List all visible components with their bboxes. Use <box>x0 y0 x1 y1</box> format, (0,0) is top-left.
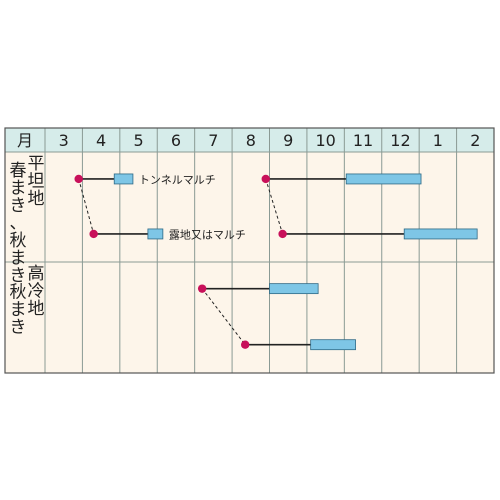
month-tick-label: 11 <box>353 131 373 150</box>
chart-frame <box>4 127 495 374</box>
row-group-label-b: 春まき、秋まき <box>10 161 27 286</box>
schedule-link <box>265 178 284 235</box>
schedule-annotation: 露地又はマルチ <box>169 228 246 241</box>
month-tick-label: 6 <box>171 131 181 150</box>
month-tick-label: 9 <box>283 131 293 150</box>
header-label: 月 <box>17 131 33 150</box>
month-tick-label: 7 <box>208 131 218 150</box>
harvest-bar <box>147 228 164 240</box>
row-group-label-a-char: 地 <box>28 189 45 209</box>
row-group-label-a-char: 地 <box>28 299 45 319</box>
harvest-bar <box>345 173 422 185</box>
row-group-label-b-char: ま <box>10 179 27 199</box>
month-tick-label: 2 <box>470 131 480 150</box>
month-tick-label: 3 <box>59 131 69 150</box>
row-group-label-b: 秋まき <box>10 283 27 338</box>
chart-background <box>5 128 494 373</box>
row-group-label-b-char: 秋 <box>10 231 27 251</box>
schedule-annotation: トンネルマルチ <box>139 173 216 186</box>
month-tick-label: 12 <box>390 131 410 150</box>
row-group-label-a-char: 冷 <box>28 282 45 302</box>
sowing-dot <box>240 340 250 349</box>
month-tick-label: 1 <box>433 131 443 150</box>
row-group-label-b-char: 、 <box>10 214 27 234</box>
header-band <box>5 128 494 152</box>
sowing-dot <box>261 174 270 184</box>
harvest-bar <box>113 173 134 185</box>
row-group-label-b-char: き <box>10 318 27 338</box>
row-group-label-b-char: き <box>10 266 27 286</box>
harvest-bar <box>310 339 356 351</box>
month-tick-label: 10 <box>315 131 335 150</box>
schedule-link <box>78 178 95 235</box>
row-group-label-a: 高冷地 <box>28 264 45 319</box>
harvest-bar <box>403 228 478 240</box>
sowing-dot <box>197 284 207 293</box>
row-group-label-b-char: ま <box>10 249 27 269</box>
month-tick-label: 5 <box>133 131 143 150</box>
row-group-label-a-char: 高 <box>28 264 45 284</box>
row-group-label-b-char: 秋 <box>10 283 27 303</box>
month-tick-label: 8 <box>246 131 256 150</box>
row-group-label-b-char: ま <box>10 300 27 320</box>
sowing-dot <box>278 229 287 239</box>
sowing-dot <box>89 229 98 239</box>
row-group-label-b-char: 春 <box>10 161 27 181</box>
row-group-label-a-char: 坦 <box>28 172 45 192</box>
row-group-label-b-char: き <box>10 196 27 216</box>
row-group-label-a-char: 平 <box>28 154 45 174</box>
row-group-label-a: 平坦地 <box>28 154 45 209</box>
harvest-bar <box>269 283 319 295</box>
month-tick-label: 4 <box>96 131 106 150</box>
sowing-dot <box>74 174 83 184</box>
schedule-link <box>201 288 246 345</box>
